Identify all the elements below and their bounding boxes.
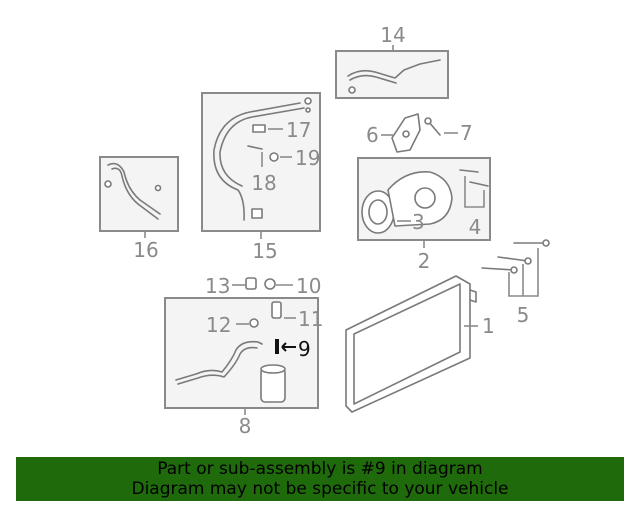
callout-8: 8: [239, 414, 252, 438]
switch-11-shape: [271, 301, 282, 319]
callout-13: 13: [205, 274, 230, 298]
cap-12-shape: [249, 318, 259, 328]
hose-assembly-15-group: 17 18 19 15: [201, 92, 321, 263]
callout-1: 1: [482, 314, 495, 338]
drier-cap: [260, 364, 286, 374]
compressor-2-group: 3 4 2: [357, 157, 491, 273]
hose-16-fitting: [104, 180, 112, 188]
callout-3: 3: [412, 210, 425, 234]
callout-15: 15: [252, 239, 277, 263]
callout-7: 7: [460, 121, 473, 145]
hose-assembly-16-group: 16: [99, 156, 179, 262]
callout-18: 18: [251, 171, 276, 195]
drier-8-hose: [175, 340, 263, 381]
bolt-5a-head: [542, 239, 550, 247]
callout-2: 2: [418, 249, 431, 273]
callout-10: 10: [296, 274, 321, 298]
bolt-5c: [481, 267, 515, 271]
bolt-4b: [469, 181, 489, 187]
hose-14-line-b: [349, 74, 397, 84]
callout-16: 16: [133, 238, 158, 262]
bolt-5b-head: [524, 257, 532, 265]
hose-16-line-b: [111, 167, 159, 220]
disclaimer-banner: Part or sub-assembly is #9 in diagram Di…: [16, 457, 624, 501]
bracket-6-hole: [402, 130, 410, 138]
banner-line-1: Part or sub-assembly is #9 in diagram: [157, 459, 483, 479]
bolts-5-group: 5: [481, 239, 550, 327]
hose-15-block: [251, 208, 263, 219]
condenser-1-body: [345, 275, 471, 413]
part-18-shape: [247, 145, 263, 150]
hose-14-line: [347, 59, 441, 79]
banner-line-2: Diagram may not be specific to your vehi…: [131, 479, 509, 499]
part-9-highlight: [275, 339, 279, 354]
bracket-6-shape: [391, 113, 421, 153]
hose-assembly-14-group: 14: [335, 23, 449, 99]
callout-4: 4: [469, 215, 482, 239]
callout-9: 9: [298, 337, 311, 361]
hose-14-fitting: [348, 86, 356, 94]
hose-16-box: [99, 156, 179, 232]
hose-15-fitting-b: [305, 107, 311, 113]
condenser-1-core: [353, 283, 461, 405]
callout-19: 19: [295, 146, 320, 170]
callout-9-leader: [281, 342, 296, 352]
condenser-1-tab: [469, 289, 477, 303]
bolt-7-head: [424, 117, 432, 125]
parts-diagram: 14 6 7 3 4 2 5: [99, 23, 550, 438]
hose-15-fitting-a: [304, 97, 312, 105]
compressor-rear: [414, 187, 436, 209]
part-13-shape: [245, 277, 257, 290]
callout-11: 11: [298, 307, 323, 331]
callout-4-leader: [464, 176, 485, 208]
callout-12: 12: [206, 313, 231, 337]
clutch-3-hub: [368, 199, 388, 225]
drier-assembly-8-group: 11 12 9 8: [164, 297, 323, 438]
bolt-5c-head: [510, 266, 518, 274]
bracket-6-7-group: 6 7: [366, 113, 473, 153]
cap-19-shape: [269, 152, 279, 162]
bolt-4a: [459, 169, 479, 173]
hose-15-line: [213, 102, 301, 221]
condenser-1-group: 1: [345, 275, 495, 413]
drier-8-hose-b: [177, 346, 258, 385]
hose-16-line: [107, 162, 161, 215]
bolt-5b: [497, 256, 529, 262]
callout-6: 6: [366, 123, 379, 147]
compressor-body: [387, 171, 453, 227]
parts-10-13-group: 13 10: [205, 274, 321, 298]
callout-14: 14: [380, 23, 405, 47]
part-10-shape: [264, 278, 276, 290]
hose-16-oring: [154, 184, 162, 192]
valve-17-shape: [252, 124, 266, 133]
callout-17: 17: [286, 118, 311, 142]
callout-5: 5: [517, 303, 530, 327]
hose-15-line-b: [219, 107, 305, 187]
